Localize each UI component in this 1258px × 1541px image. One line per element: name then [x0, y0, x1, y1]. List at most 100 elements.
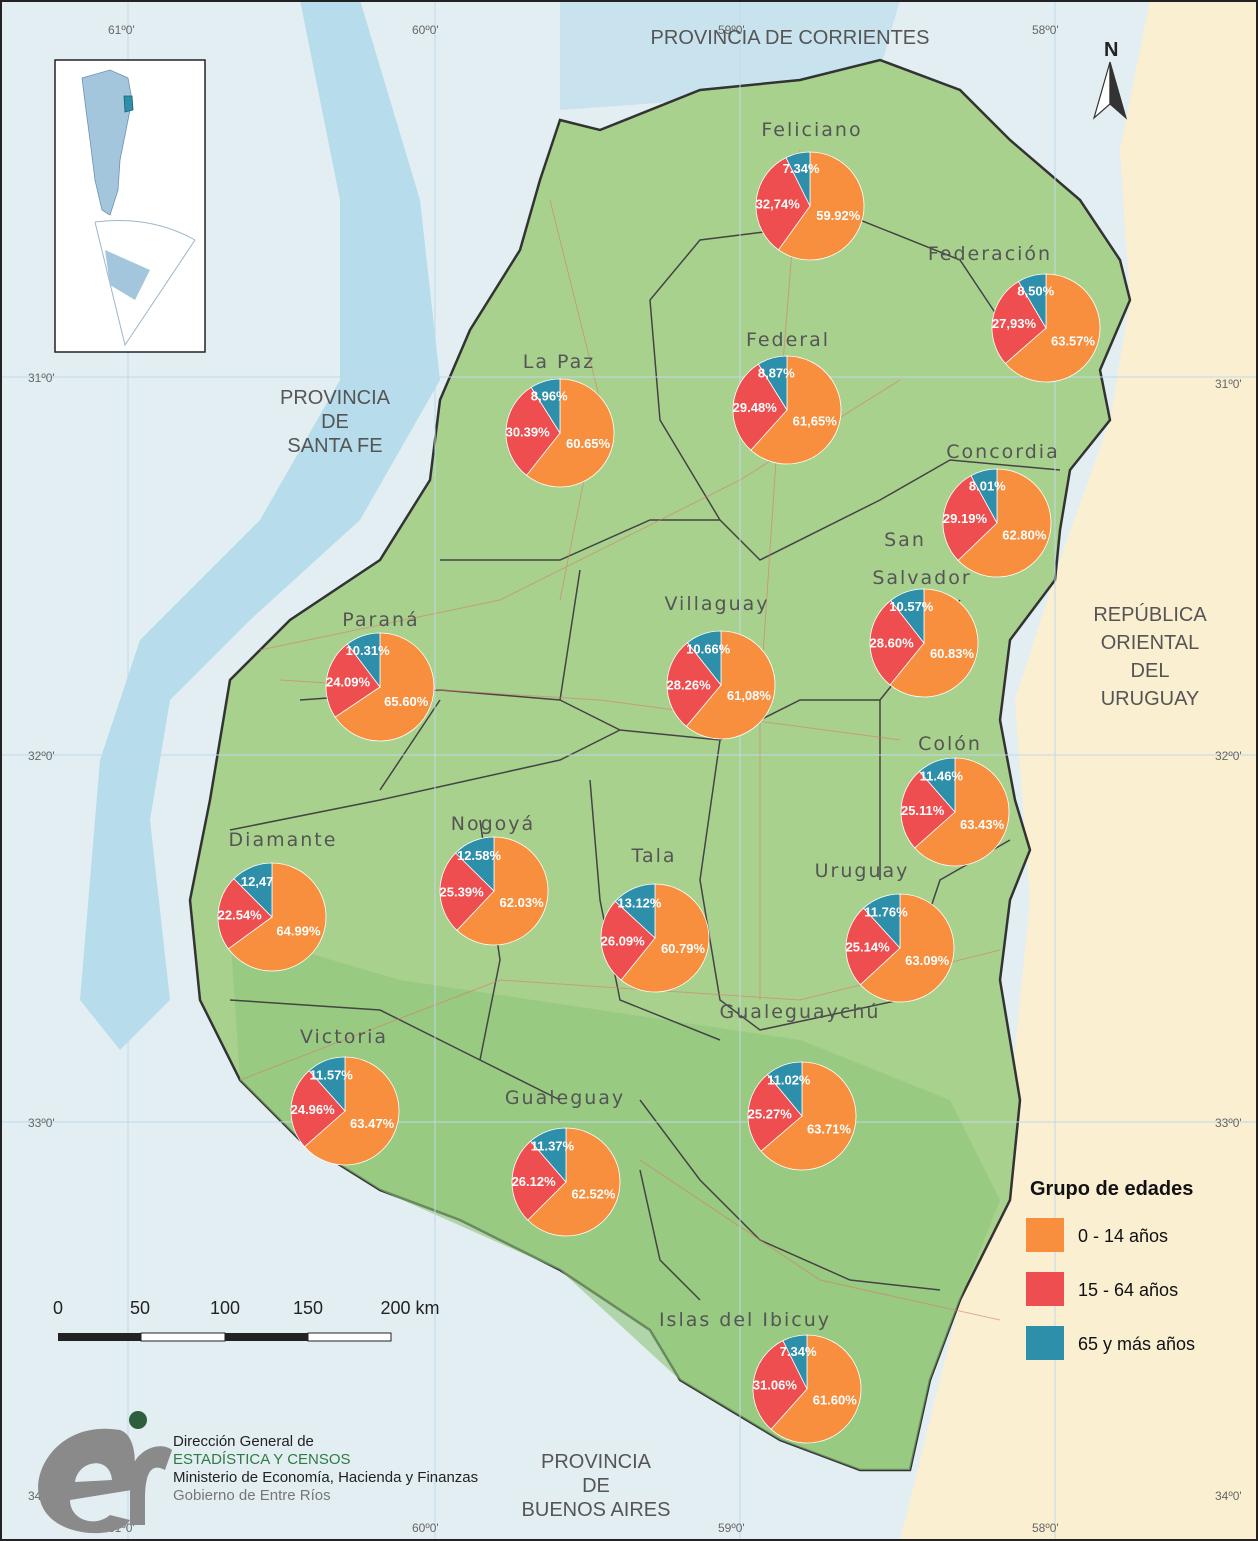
pie-label-san-salvador-0: 60.83%	[930, 646, 975, 661]
pie-slice-concordia-2	[970, 468, 998, 524]
pie-label-diamante-2: 12,47	[241, 874, 274, 889]
coord-right-2: 32º0'	[1215, 749, 1242, 763]
legend-swatch-1	[1026, 1272, 1064, 1306]
pie-slice-gualeguaychu-0	[760, 1061, 857, 1171]
pie-slice-diamante-0	[227, 862, 327, 972]
pie-label-federacion-1: 27,93%	[992, 316, 1037, 331]
pie-label-tala-0: 60.79%	[661, 941, 706, 956]
pie-label-uruguay-2: 11.76%	[864, 905, 908, 920]
pie-slice-tala-0	[620, 883, 710, 993]
pie-slice-diamante-1	[217, 878, 273, 950]
pie-gualeguaychu: 63.71%25.27%11.02%	[747, 1061, 857, 1171]
pie-slice-colon-0	[914, 757, 1010, 867]
dept-name-feliciano: Feliciano	[761, 119, 862, 141]
dept-name-uruguay: Uruguay	[815, 860, 910, 882]
svg-text:ORIENTAL: ORIENTAL	[1101, 632, 1200, 654]
pie-label-victoria-2: 11.57%	[309, 1068, 353, 1083]
dept-name-san-salvador-0: San	[884, 529, 926, 551]
pie-slice-concordia-0	[957, 468, 1052, 578]
coord-left-1: 31º0'	[28, 371, 55, 385]
inset-map	[54, 59, 206, 353]
pie-label-uruguay-1: 25.14%	[846, 940, 891, 955]
pie-label-colon-1: 25.11%	[901, 803, 945, 818]
pie-san-salvador: 60.83%28.60%10.57%	[870, 588, 979, 698]
pie-slice-villaguay-2	[686, 630, 722, 687]
pie-federacion: 63.57%27,93%8,50%	[991, 273, 1101, 383]
parana-river	[80, 0, 440, 1050]
svg-text:SANTA FE: SANTA FE	[287, 435, 382, 457]
svg-text:BUENOS AIRES: BUENOS AIRES	[522, 1499, 671, 1521]
svg-text:URUGUAY: URUGUAY	[1101, 688, 1200, 710]
pie-nogoya: 62.03%25.39%12.58%	[440, 836, 549, 946]
logo-line-4: Gobierno de Entre Ríos	[173, 1487, 331, 1504]
pie-slice-federal-1	[732, 363, 788, 451]
legend-label-2: 65 y más años	[1078, 1334, 1195, 1354]
pie-label-villaguay-0: 61,08%	[727, 688, 772, 703]
pie-label-concordia-1: 29.19%	[943, 511, 988, 526]
coord-left-3: 33º0'	[28, 1116, 55, 1130]
svg-text:DE: DE	[582, 1475, 610, 1497]
pie-label-colon-2: 11.46%	[920, 769, 964, 784]
pie-slice-feliciano-1	[755, 157, 811, 251]
pie-slice-victoria-0	[303, 1056, 400, 1166]
coord-bottom-3: 59º0'	[718, 1521, 745, 1535]
coord-left-2: 32º0'	[28, 749, 55, 763]
dept-name-federal: Federal	[746, 329, 830, 351]
dept-name-victoria: Victoria	[300, 1026, 388, 1048]
dept-name-parana: Paraná	[342, 609, 419, 631]
pie-label-islas-del-ibicuy-0: 61.60%	[813, 1393, 858, 1408]
coord-right-1: 31º0'	[1215, 377, 1242, 391]
pie-slice-islas-del-ibicuy-1	[752, 1340, 808, 1430]
pie-slice-villaguay-0	[685, 630, 776, 740]
svg-text:200 km: 200 km	[380, 1298, 439, 1318]
pie-colon: 63.43%25.11%11.46%	[900, 757, 1010, 867]
coord-top-1: 61º0'	[108, 23, 135, 37]
dept-name-san-salvador-1: Salvador	[872, 567, 971, 589]
pie-label-islas-del-ibicuy-2: 7.34%	[780, 1344, 817, 1359]
pie-slice-villaguay-1	[666, 642, 722, 727]
pie-label-nogoya-0: 62.03%	[500, 895, 545, 910]
pie-uruguay: 63.09%25.14%11.76%	[846, 893, 955, 1003]
pie-slice-gualeguay-0	[527, 1127, 621, 1237]
north-arrow-icon: N	[1092, 39, 1128, 120]
pie-label-gualeguay-1: 26.12%	[512, 1174, 557, 1189]
dept-name-concordia: Concordia	[946, 441, 1059, 463]
pie-slice-parana-2	[346, 632, 381, 689]
pie-label-tala-2: 13.12%	[617, 895, 662, 910]
pie-label-victoria-0: 63.47%	[350, 1116, 395, 1131]
coord-bottom-4: 58º0'	[1032, 1521, 1059, 1535]
dept-name-diamante: Diamante	[229, 829, 338, 851]
svg-text:PROVINCIA: PROVINCIA	[541, 1451, 652, 1473]
label-uruguay: REPÚBLICA ORIENTAL DEL URUGUAY	[1093, 603, 1207, 710]
pie-label-concordia-2: 8.01%	[969, 478, 1006, 493]
pie-label-federacion-2: 8,50%	[1017, 283, 1054, 298]
dept-name-federacion: Federación	[928, 243, 1052, 265]
svg-text:PROVINCIA: PROVINCIA	[280, 387, 391, 409]
pie-la-paz: 60.65%30.39%8,96%	[505, 378, 615, 488]
coordinate-labels: 61º0' 60º0' 59º0' 58º0' 61º0' 60º0' 59º0…	[28, 23, 1242, 1535]
dept-name-nogoya: Nogoyá	[451, 813, 535, 835]
svg-text:100: 100	[210, 1298, 240, 1318]
pie-victoria: 63.47%24.96%11.57%	[291, 1056, 400, 1166]
coord-right-3: 33º0'	[1215, 1116, 1242, 1130]
pie-label-parana-1: 24.09%	[326, 675, 371, 690]
pie-slice-islas-del-ibicuy-2	[782, 1334, 808, 1390]
pie-slice-federacion-1	[991, 280, 1047, 365]
pie-slice-federal-0	[750, 355, 842, 465]
pie-slice-san-salvador-0	[889, 588, 979, 698]
pie-label-san-salvador-2: 10.57%	[889, 599, 934, 614]
svg-text:DE: DE	[321, 411, 349, 433]
legend-swatch-2	[1026, 1326, 1064, 1360]
svg-text:50: 50	[130, 1298, 150, 1318]
svg-text:150: 150	[293, 1298, 323, 1318]
uruguay-land	[900, 0, 1258, 1541]
coord-top-3: 59º0'	[718, 23, 745, 37]
logo-line-1: Dirección General de	[173, 1433, 314, 1450]
pie-slice-la-paz-1	[505, 386, 561, 476]
pie-slice-victoria-2	[308, 1056, 346, 1113]
pie-label-tala-1: 26.09%	[601, 933, 646, 948]
dept-name-gualeguaychu: Gualeguaychú	[720, 1001, 881, 1023]
